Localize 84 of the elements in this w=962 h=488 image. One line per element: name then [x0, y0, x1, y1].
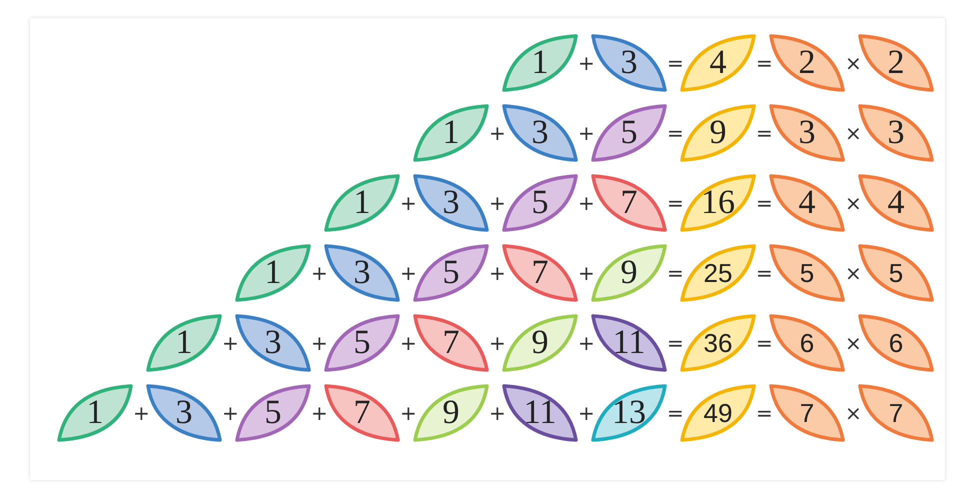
operator-symbol: +: [400, 263, 417, 283]
operator-symbol: +: [400, 333, 417, 353]
number-text: 7: [532, 256, 548, 290]
number-text: 5: [888, 260, 904, 286]
number-text: 6: [800, 330, 814, 356]
number-text: 3: [264, 326, 282, 360]
number-text: 7: [354, 396, 370, 430]
number-text: 1: [442, 116, 460, 150]
number-text: 49: [704, 400, 732, 426]
operator-symbol: +: [311, 403, 328, 423]
number-text: 3: [888, 116, 904, 150]
operator-symbol: +: [222, 403, 239, 423]
number-text: 3: [620, 46, 638, 80]
operator-symbol: =: [667, 53, 684, 73]
number-text: 3: [532, 116, 548, 150]
operator-symbol: +: [489, 263, 506, 283]
number-text: 7: [888, 400, 904, 426]
number-text: 3: [798, 116, 816, 150]
operator-symbol: =: [756, 193, 773, 213]
operator-symbol: +: [489, 333, 506, 353]
number-text: 4: [888, 186, 904, 220]
number-text: 7: [620, 186, 638, 220]
number-text: 5: [620, 116, 638, 150]
operator-symbol: +: [133, 403, 150, 423]
operator-symbol: +: [489, 193, 506, 213]
operator-symbol: +: [400, 193, 417, 213]
operator-symbol: ×: [845, 263, 862, 283]
operator-symbol: +: [578, 403, 595, 423]
number-text: 6: [888, 330, 904, 356]
number-text: 9: [710, 116, 726, 150]
number-text: 2: [798, 46, 816, 80]
number-text: 9: [442, 396, 460, 430]
number-text: 13: [612, 396, 646, 430]
operator-symbol: =: [756, 333, 773, 353]
operator-symbol: +: [578, 123, 595, 143]
operator-symbol: +: [578, 263, 595, 283]
number-text: 2: [888, 46, 904, 80]
operator-symbol: =: [756, 123, 773, 143]
number-text: 3: [176, 396, 192, 430]
operator-symbol: ×: [845, 53, 862, 73]
number-text: 3: [354, 256, 370, 290]
operator-symbol: =: [667, 333, 684, 353]
number-text: 1: [264, 256, 282, 290]
number-text: 25: [704, 260, 732, 286]
operator-symbol: ×: [845, 123, 862, 143]
operator-symbol: +: [311, 263, 328, 283]
number-text: 11: [524, 396, 556, 430]
number-text: 11: [612, 326, 646, 360]
number-text: 36: [704, 330, 732, 356]
number-text: 5: [442, 256, 460, 290]
operator-symbol: +: [578, 53, 595, 73]
number-text: 9: [620, 256, 638, 290]
number-text: 4: [798, 186, 816, 220]
operator-symbol: =: [667, 193, 684, 213]
operator-symbol: +: [400, 403, 417, 423]
operator-symbol: +: [578, 193, 595, 213]
operator-symbol: +: [578, 333, 595, 353]
number-text: 1: [86, 396, 104, 430]
number-text: 4: [710, 46, 726, 80]
operator-symbol: +: [489, 123, 506, 143]
number-text: 7: [442, 326, 460, 360]
operator-symbol: ×: [845, 193, 862, 213]
number-text: 1: [176, 326, 192, 360]
operator-symbol: ×: [845, 403, 862, 423]
operator-symbol: +: [489, 403, 506, 423]
number-text: 16: [701, 186, 735, 220]
operator-symbol: +: [222, 333, 239, 353]
operator-symbol: ×: [845, 333, 862, 353]
operator-symbol: =: [667, 123, 684, 143]
number-text: 1: [532, 46, 548, 80]
operator-symbol: =: [756, 403, 773, 423]
operator-symbol: +: [311, 333, 328, 353]
number-text: 5: [800, 260, 814, 286]
number-text: 5: [264, 396, 282, 430]
number-text: 1: [354, 186, 370, 220]
operator-symbol: =: [667, 263, 684, 283]
number-text: 5: [532, 186, 548, 220]
number-text: 5: [354, 326, 370, 360]
operator-symbol: =: [756, 263, 773, 283]
operator-symbol: =: [756, 53, 773, 73]
number-text: 7: [800, 400, 814, 426]
number-text: 3: [442, 186, 460, 220]
number-text: 9: [532, 326, 548, 360]
operator-symbol: =: [667, 403, 684, 423]
